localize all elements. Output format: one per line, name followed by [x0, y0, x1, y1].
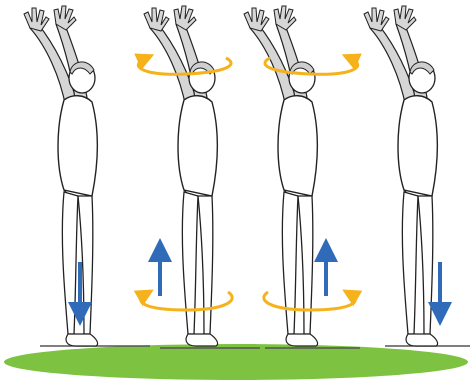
ground-mat	[4, 344, 468, 380]
